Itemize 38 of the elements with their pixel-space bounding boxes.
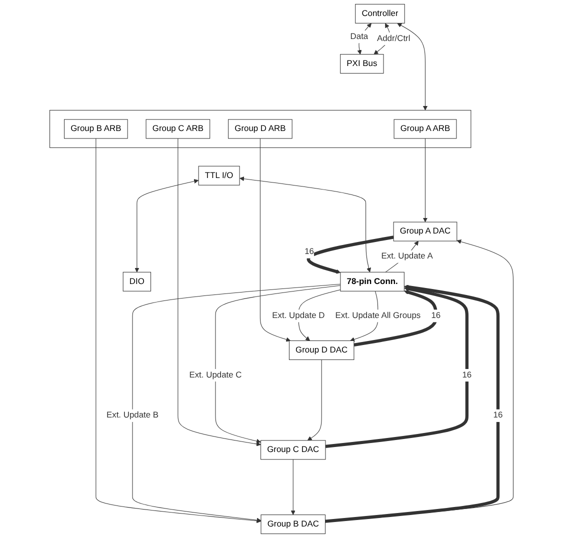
edge-label: Ext. Update B	[106, 410, 159, 420]
arrow	[290, 459, 296, 515]
edge-label: 16	[462, 370, 472, 380]
arrow	[96, 138, 262, 524]
arrow	[325, 286, 469, 448]
node-box: Controller	[355, 4, 405, 24]
edge-label: 16	[304, 247, 314, 256]
edge-label: Addr/Ctrl	[376, 34, 410, 43]
node-box: DIO	[122, 272, 152, 292]
edge-label: Ext. Update D	[272, 311, 325, 320]
node-box: Group A ARB	[394, 119, 457, 139]
arrow	[307, 359, 322, 441]
arrow	[306, 236, 394, 274]
node-box: TTL I/O	[198, 166, 240, 186]
node-box: Group B ARB	[64, 119, 128, 139]
arrow	[354, 290, 438, 346]
cluster	[50, 110, 472, 148]
node-box: Group C DAC	[260, 440, 326, 460]
edge-label: Ext. Update All Groups	[335, 311, 421, 320]
arrow	[134, 179, 199, 272]
node-box: Group A DAC	[393, 222, 458, 242]
arrow	[240, 176, 372, 272]
node-box: 78-pin Conn.	[340, 272, 404, 292]
arrow	[178, 138, 261, 446]
node-box: Group D ARB	[228, 119, 292, 139]
arrow	[260, 138, 291, 342]
edge-label: Ext. Update C	[189, 370, 242, 380]
edge-label: Ext. Update A	[381, 252, 433, 261]
node-box: Group D DAC	[288, 340, 354, 360]
node-box: Group B DAC	[260, 514, 326, 534]
arrow	[422, 138, 428, 222]
arrow	[397, 23, 428, 110]
arrow	[325, 284, 500, 523]
node-box: PXI Bus	[340, 54, 384, 74]
edge-label: 16	[431, 311, 441, 320]
edge-label: Data	[350, 32, 368, 42]
edge-label: 16	[493, 410, 503, 420]
node-box: Group C ARB	[146, 119, 210, 139]
